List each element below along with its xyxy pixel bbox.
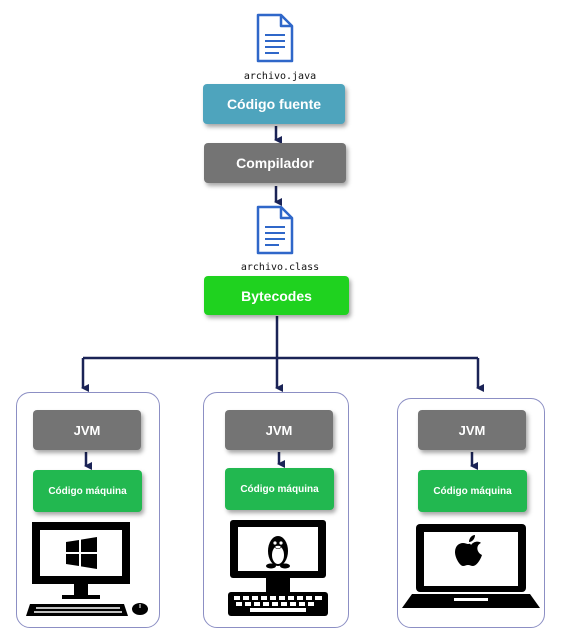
linux-computer-icon — [228, 520, 328, 616]
document-icon — [256, 205, 294, 255]
machine-code-box-linux: Código máquina — [225, 468, 334, 510]
machine-code-box-macos: Código máquina — [418, 470, 527, 512]
mac-laptop-icon — [402, 524, 540, 608]
platform-panel-windows — [16, 392, 160, 628]
source-code-box: Código fuente — [203, 84, 345, 124]
linux-penguin-icon — [266, 536, 290, 569]
windows-computer-icon — [26, 522, 148, 616]
class-filename: archivo.class — [240, 262, 320, 273]
machine-code-box-windows: Código máquina — [33, 470, 142, 512]
windows-logo-icon — [66, 537, 97, 569]
platform-panel-macos — [397, 398, 545, 628]
compiler-box: Compilador — [204, 143, 346, 183]
apple-logo-icon — [455, 535, 482, 566]
jvm-box-windows: JVM — [33, 410, 141, 450]
bytecodes-box: Bytecodes — [204, 276, 349, 315]
source-filename: archivo.java — [243, 71, 317, 82]
jvm-box-macos: JVM — [418, 410, 526, 450]
document-icon — [256, 13, 294, 63]
platform-panel-linux — [203, 392, 349, 628]
jvm-box-linux: JVM — [225, 410, 333, 450]
